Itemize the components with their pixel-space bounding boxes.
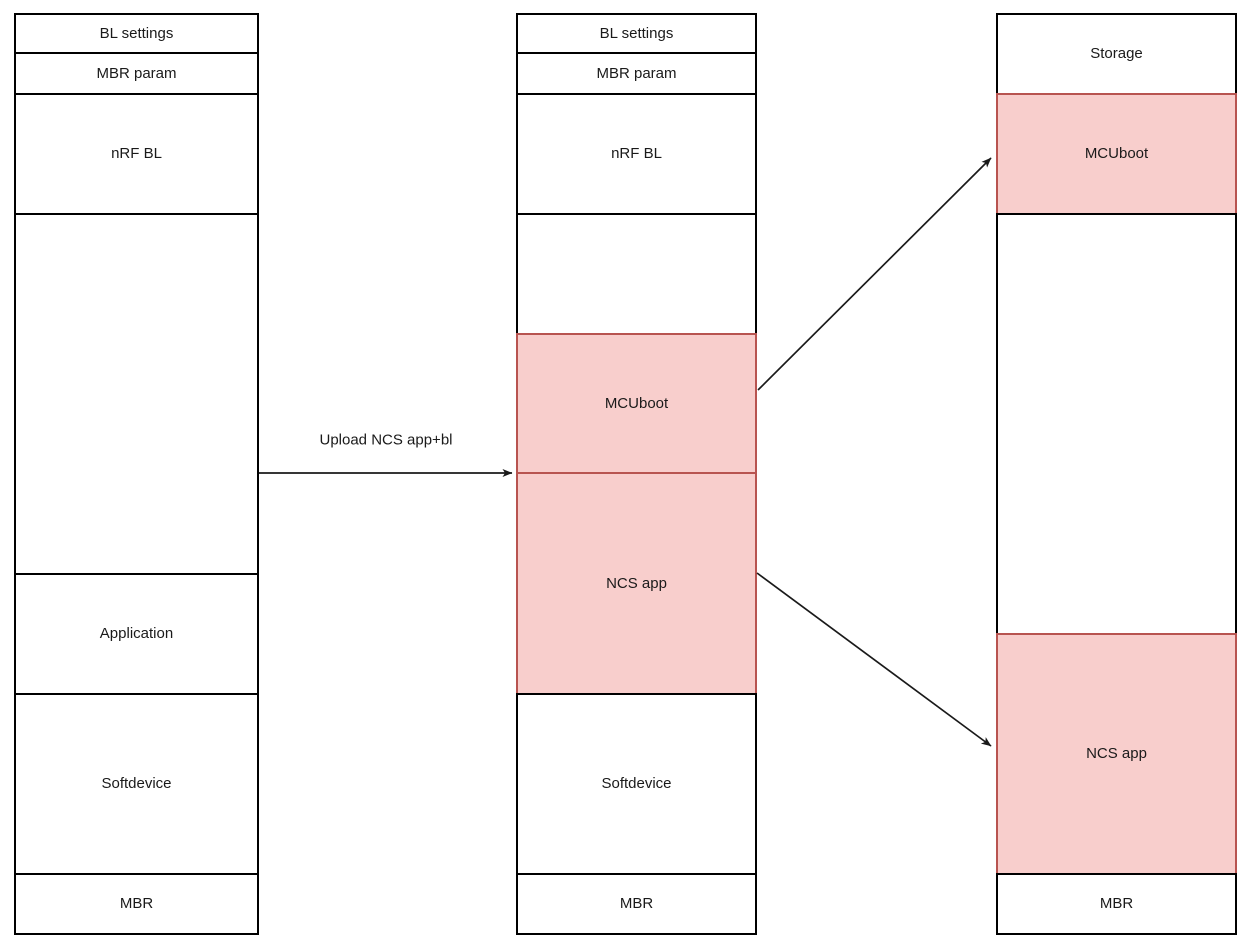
segment-ncs-app: NCS app (996, 633, 1237, 875)
segment-mbr-param: MBR param (516, 52, 757, 95)
segment-label: NCS app (1086, 745, 1147, 762)
segment-nrf-bl: nRF BL (14, 93, 259, 215)
segment-label: MBR (1099, 895, 1134, 912)
segment-application: Application (14, 573, 259, 695)
segment-softdevice: Softdevice (14, 693, 259, 875)
segment-label: MBR param (596, 64, 677, 82)
segment-mbr: MBR (996, 873, 1237, 935)
segment-label: MBR (119, 895, 154, 912)
segment-label: nRF BL (111, 145, 162, 162)
segment-ncs-app: NCS app (516, 472, 757, 695)
segment-label: nRF BL (611, 145, 662, 162)
segment-label: Application (99, 625, 174, 642)
segment-softdevice: Softdevice (516, 693, 757, 875)
segment-label: Softdevice (101, 775, 172, 792)
segment-bl-settings: BL settings (516, 13, 757, 54)
segment-label: NCS app (606, 574, 667, 592)
segment-empty (516, 213, 757, 335)
segment-mcuboot: MCUboot (516, 333, 757, 474)
segment-mcuboot: MCUboot (996, 93, 1237, 215)
segment-label: MBR (619, 895, 654, 912)
segment-storage: Storage (996, 13, 1237, 95)
segment-label: BL settings (99, 24, 174, 42)
segment-mbr: MBR (14, 873, 259, 935)
flow-arrow-2 (757, 157, 992, 391)
segment-mbr-param: MBR param (14, 52, 259, 95)
segment-label: MBR param (96, 64, 177, 82)
flow-arrow-3 (756, 572, 992, 747)
segment-empty (14, 213, 259, 575)
arrow-label-upload-ncs-app-bl: Upload NCS app+bl (319, 431, 453, 449)
segment-bl-settings: BL settings (14, 13, 259, 54)
segment-label: BL settings (599, 24, 674, 42)
segment-label: Softdevice (601, 775, 672, 792)
segment-label: MCUboot (604, 394, 669, 412)
segment-empty (996, 213, 1237, 635)
segment-mbr: MBR (516, 873, 757, 935)
segment-nrf-bl: nRF BL (516, 93, 757, 215)
segment-label: MCUboot (1084, 145, 1149, 162)
segment-label: Storage (1090, 45, 1143, 62)
